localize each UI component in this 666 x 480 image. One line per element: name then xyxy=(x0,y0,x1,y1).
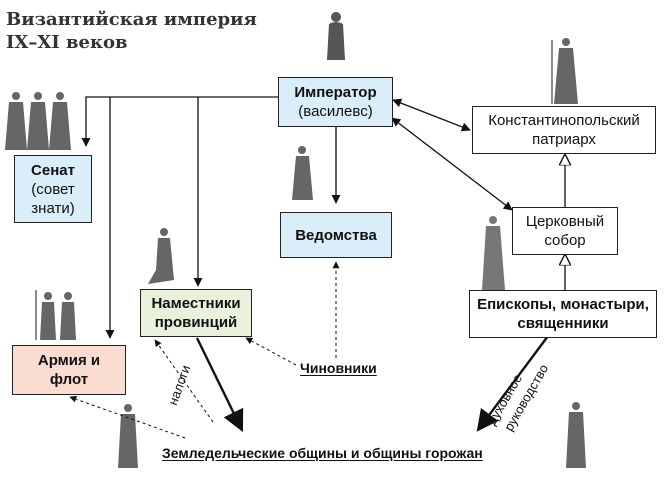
bust-figure xyxy=(327,12,345,60)
arrow-emperor-patriarch xyxy=(392,98,471,132)
arrow-bishops-communities xyxy=(476,335,549,432)
node-army: Армия и флот xyxy=(12,345,126,395)
arrow-taxes xyxy=(154,339,214,423)
patriarch-figure xyxy=(551,38,578,104)
arrow-governors-communities xyxy=(195,337,244,432)
node-bishops: Епископы, монастыри, священники xyxy=(469,290,657,338)
node-army-line2: флот xyxy=(49,371,89,388)
node-emperor-title: Император xyxy=(294,84,377,101)
node-council-line2: собор xyxy=(544,232,586,249)
node-departments-title: Ведомства xyxy=(295,226,377,244)
label-communities: Земледельческие общины и общины горожан xyxy=(162,445,483,461)
node-patriarch-line2: патриарх xyxy=(532,131,596,148)
node-bishops-line2: священники xyxy=(517,315,609,332)
node-army-line1: Армия и xyxy=(37,352,101,369)
node-senate-line3: знати) xyxy=(31,199,75,217)
node-council: Церковный собор xyxy=(512,207,618,255)
title-line-1: Византийская империя xyxy=(6,9,257,30)
bishop-figure xyxy=(482,216,505,290)
node-senate-line2: (совет xyxy=(31,180,75,198)
node-patriarch-line1: Константинопольский xyxy=(488,112,640,129)
connectors xyxy=(69,96,565,439)
governor-figure xyxy=(148,228,174,284)
node-departments: Ведомства xyxy=(280,212,392,258)
arrow-emperor-council xyxy=(391,117,513,211)
soldiers-figure xyxy=(35,290,76,340)
node-emperor: Император (василевс) xyxy=(278,77,393,127)
townsman-figure xyxy=(566,402,586,468)
arrow-emperor-senate xyxy=(81,96,278,147)
node-emperor-subtitle: (василевс) xyxy=(298,103,373,120)
node-governors-line1: Наместники xyxy=(151,295,241,312)
peasant-figure xyxy=(118,404,138,468)
node-governors-line2: провинций xyxy=(154,314,238,331)
arrow-officials-governors xyxy=(245,337,297,366)
node-governors: Наместники провинций xyxy=(140,289,252,337)
node-council-line1: Церковный xyxy=(525,213,605,230)
node-senate-title: Сенат xyxy=(31,161,75,179)
title-line-2: IX–XI веков xyxy=(6,32,128,53)
node-senate: Сенат (совет знати) xyxy=(14,155,92,223)
diagram-title: Византийская империя IX–XI веков xyxy=(6,8,257,54)
arrow-communities-army xyxy=(69,395,186,439)
senators-figures xyxy=(5,92,71,150)
node-bishops-line1: Епископы, монастыри, xyxy=(477,296,649,313)
node-patriarch: Константинопольский патриарх xyxy=(472,106,656,154)
official-figure xyxy=(292,146,313,200)
label-officials: Чиновники xyxy=(300,360,377,376)
